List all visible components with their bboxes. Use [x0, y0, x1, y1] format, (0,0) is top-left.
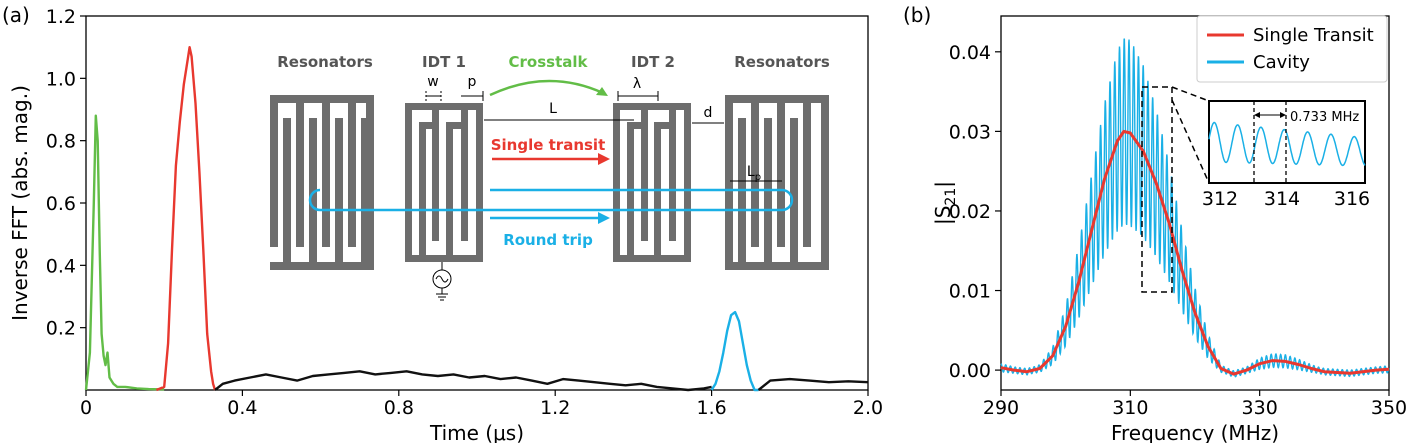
- crosstalk-arrow: [489, 79, 604, 97]
- panel-b-ytick-label: 0.01: [949, 281, 991, 303]
- inset-frame: [1208, 100, 1366, 184]
- panel-b-xtick-label: 350: [1371, 397, 1407, 419]
- legend-box: [1196, 15, 1388, 83]
- panel-b-xtick-label: 310: [1112, 397, 1148, 419]
- panel-a-xlabel: Time (μs): [429, 421, 524, 443]
- panel-a-xtick-label: 0.4: [227, 397, 257, 419]
- panel-b-axes: 290 310 330 350 0.00 0.01 0.02 0.03 0.04: [949, 15, 1407, 419]
- resonator-right: [725, 95, 829, 270]
- label-L: L: [549, 101, 557, 117]
- inset-tick-312: 312: [1202, 188, 1238, 210]
- label-p: p: [468, 74, 477, 90]
- inset-tick-316: 316: [1334, 188, 1370, 210]
- dimension-marks: [425, 91, 782, 182]
- panel-b-xtick-label: 290: [983, 397, 1019, 419]
- label-idt2: IDT 2: [631, 53, 675, 71]
- round-trip-loop: [308, 188, 794, 212]
- label-crosstalk: Crosstalk: [509, 53, 589, 71]
- panel-a-series-red-1: [155, 46, 217, 392]
- panel-b-label: (b): [903, 3, 931, 27]
- label-idt1: IDT 1: [422, 53, 466, 71]
- panel-a-ytick-label: 0.8: [46, 131, 76, 153]
- resonator-left: [270, 95, 374, 270]
- ac-source-icon: [432, 262, 452, 301]
- panel-b-ylabel: |S21|: [931, 181, 959, 225]
- panel-b-ytick-label: 0.00: [949, 360, 991, 382]
- legend-label-cavity: Cavity: [1253, 52, 1310, 73]
- inset-annotation: 0.733 MHz: [1290, 110, 1359, 125]
- idt1-electrodes: [405, 103, 483, 262]
- panel-a-axes: 0 0.4 0.8 1.2 1.6 2.0 0.2 0.4 0.6 0.8 1.0 1.2: [46, 6, 883, 419]
- saw-device-diagram: Resonators IDT 1 Crosstalk IDT 2 Resonat…: [270, 53, 830, 301]
- panel-a-xtick-label: 1.6: [696, 397, 726, 419]
- legend: Single Transit Cavity: [1196, 15, 1388, 83]
- panel-a-series-cyan-3: [710, 310, 759, 392]
- legend-label-single-transit: Single Transit: [1253, 25, 1374, 46]
- panel-a-xtick-label: 1.2: [540, 397, 570, 419]
- panel-a-ytick-label: 0.2: [46, 318, 76, 340]
- panel-a-ytick-label: 0.4: [46, 255, 76, 277]
- label-resonators-left: Resonators: [277, 53, 373, 71]
- inset-plot: 0.733 MHz 312 314 316: [1202, 100, 1370, 210]
- zoom-region-box: [1141, 86, 1173, 293]
- panel-a-series-black-4: [757, 377, 869, 391]
- label-Lp: Lp: [747, 164, 761, 183]
- panel-b-series-single-transit: [1000, 129, 1390, 376]
- inset-tick-314: 314: [1264, 188, 1300, 210]
- panel-b-series-cavity: [1000, 38, 1390, 378]
- label-round-trip: Round trip: [503, 231, 593, 249]
- round-trip-arrowhead: [598, 212, 610, 224]
- zoom-connector-top: [1171, 86, 1210, 102]
- label-single-transit: Single transit: [491, 136, 606, 154]
- panel-a-ytick-label: 1.2: [46, 6, 76, 28]
- panel-b-xlabel: Frequency (MHz): [1111, 421, 1279, 443]
- single-transit-arrowhead: [598, 153, 610, 165]
- panel-b-ytick-label: 0.04: [949, 42, 991, 64]
- panel-b-ytick-label: 0.02: [949, 201, 991, 223]
- label-d: d: [704, 105, 713, 121]
- panel-a-series-black-2: [214, 370, 712, 392]
- panel-b-xtick-label: 330: [1242, 397, 1278, 419]
- label-lambda: λ: [633, 76, 641, 92]
- idt2-electrodes: [613, 103, 691, 262]
- crosstalk-arrowhead: [596, 87, 608, 96]
- panel-a-xtick-label: 2.0: [853, 397, 883, 419]
- panel-b-ytick-label: 0.03: [949, 121, 991, 143]
- panel-a-series-green-0: [84, 114, 165, 391]
- label-w: w: [427, 74, 438, 90]
- panel-a-ylabel: Inverse FFT (abs. mag.): [8, 85, 32, 321]
- panel-a-ytick-label: 1.0: [46, 68, 76, 90]
- label-resonators-right: Resonators: [734, 53, 830, 71]
- panel-b-frame: [1000, 15, 1390, 391]
- panel-a-ytick-label: 0.6: [46, 193, 76, 215]
- zoom-connector-bottom: [1171, 99, 1210, 184]
- inset-cavity-line: [1208, 121, 1366, 167]
- panel-a-xtick-label: 0.8: [384, 397, 414, 419]
- panel-a-label: (a): [2, 3, 30, 27]
- panel-a-xtick-label: 0: [80, 397, 92, 419]
